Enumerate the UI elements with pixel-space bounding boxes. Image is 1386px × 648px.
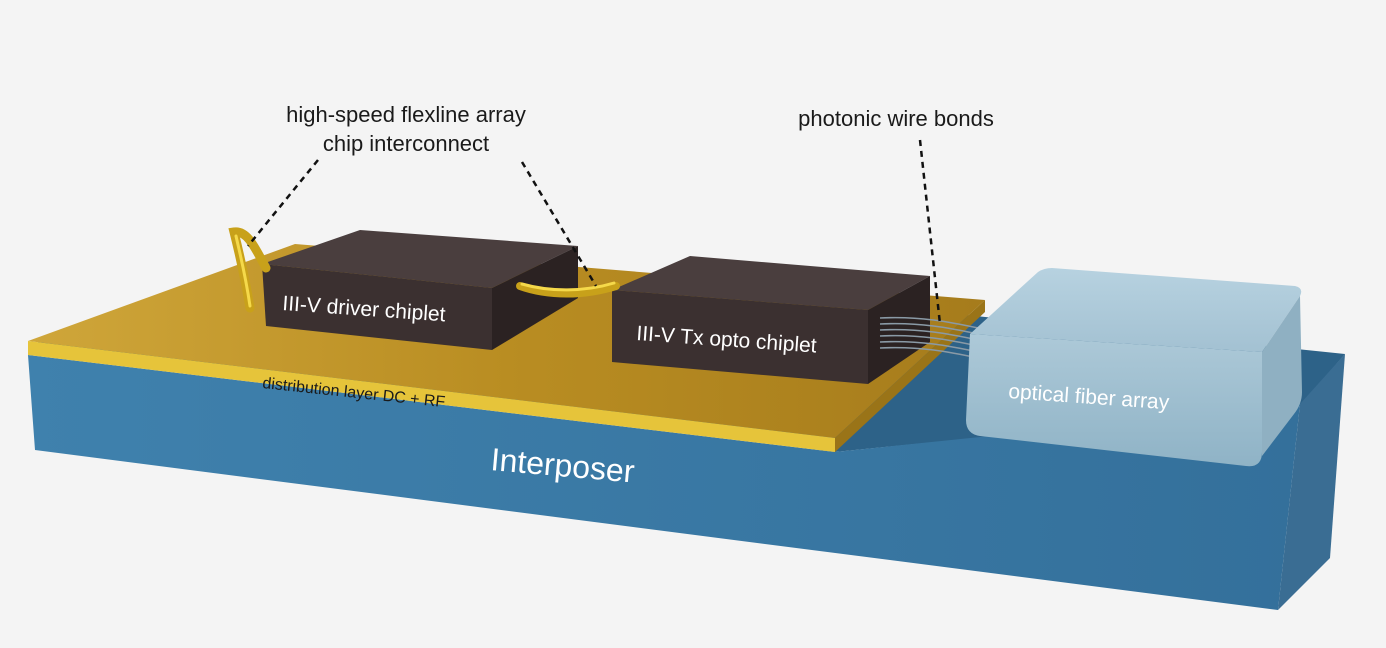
interposer-front-face <box>28 355 1300 610</box>
flexline-middle-highlight <box>520 281 616 292</box>
flexline-callout-line2: chip interconnect <box>323 131 489 156</box>
fiber-array-front <box>966 334 1262 467</box>
flexline-leader-right <box>520 161 598 287</box>
flexline-middle <box>516 282 620 298</box>
photonic-callout: photonic wire bonds <box>798 106 994 131</box>
photonic-leader <box>918 139 942 325</box>
interposer-side-face <box>1278 354 1345 610</box>
wire-bond <box>879 328 979 341</box>
wire-bond <box>879 322 979 335</box>
driver-chiplet-side <box>492 246 578 350</box>
distribution-layer-edge <box>28 341 835 452</box>
driver-chiplet-front <box>262 264 492 350</box>
flexline-callout-line1: high-speed flexline array <box>286 102 526 127</box>
wire-bond <box>879 316 979 329</box>
driver-chiplet-top <box>262 230 578 288</box>
opto-chiplet <box>612 256 930 384</box>
fiber-array <box>966 268 1302 467</box>
fiber-array-side <box>1262 296 1302 456</box>
driver-chiplet <box>262 230 578 350</box>
callout-leaders <box>247 139 942 325</box>
distribution-layer-side <box>835 300 985 452</box>
fiber-array-top <box>970 268 1302 352</box>
flexline-leader-left <box>247 159 319 247</box>
flexline-array <box>228 227 620 313</box>
flexline-left-highlight <box>234 234 252 308</box>
opto-chiplet-top <box>612 256 930 310</box>
opto-chiplet-front <box>612 290 868 384</box>
